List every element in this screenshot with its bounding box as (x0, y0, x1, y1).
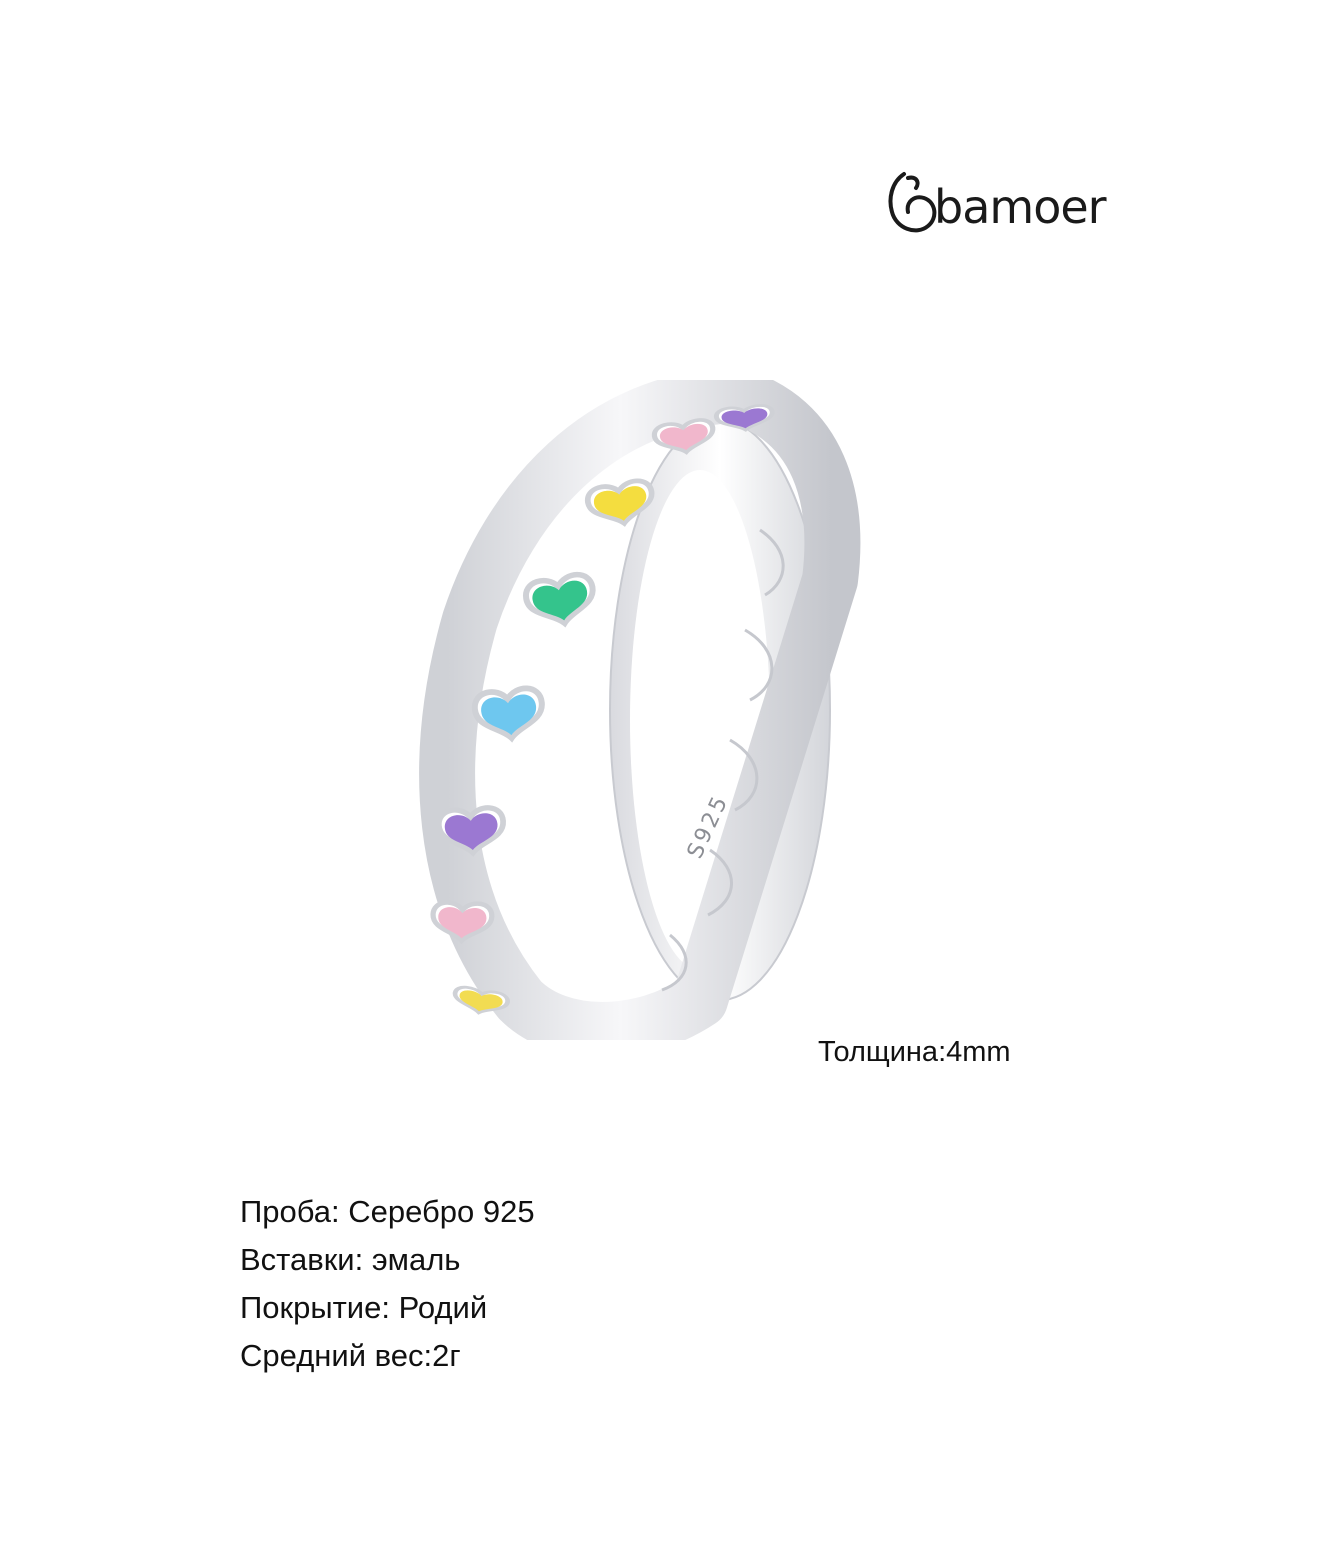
spec-item-purity: Проба: Серебро 925 (240, 1194, 535, 1229)
heart-green (524, 572, 598, 629)
spec-item-plating: Покрытие: Родий (240, 1290, 488, 1325)
spec-item-inserts: Вставки: эмаль (240, 1242, 461, 1277)
bamoer-swirl-logo-icon (888, 172, 937, 233)
product-ring-image: S925 (419, 380, 861, 1040)
thickness-label: Толщина:4mm (818, 1036, 1011, 1068)
brand-name: bamoer (934, 180, 1107, 234)
spec-item-weight: Средний вес:2г (240, 1338, 461, 1373)
product-specs: Проба: Серебро 925 Вставки: эмаль Покрыт… (240, 1188, 535, 1380)
ring-outer-band (419, 380, 861, 1040)
heart-blue (473, 687, 545, 742)
bamoer-logo (888, 172, 937, 233)
inner-scallops (661, 528, 785, 992)
